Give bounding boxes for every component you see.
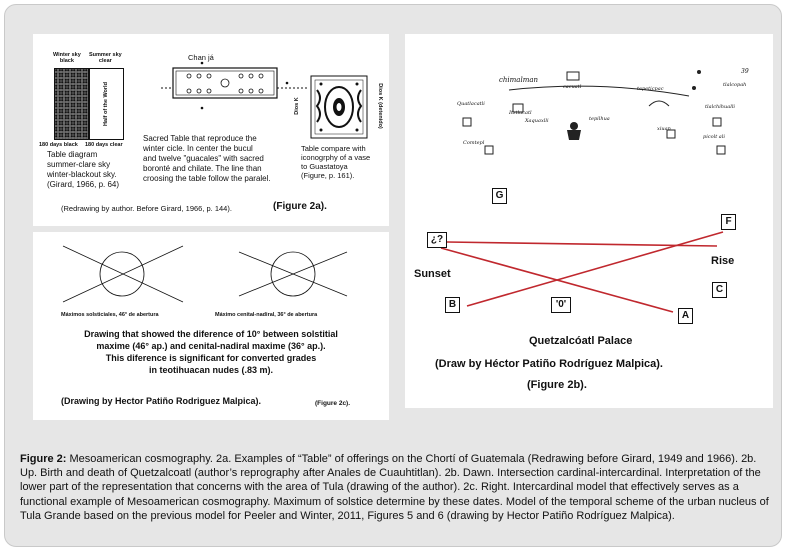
marker-unknown: ¿? (427, 232, 447, 248)
caption-label: Figure 2: (20, 453, 67, 465)
clear-sky-half (89, 68, 124, 140)
codex-word-5: Itztlacatl (509, 110, 532, 116)
redrawing-credit: (Redrawing by author. Before Girard, 196… (61, 204, 232, 213)
codex-word-7: tepilhua (589, 116, 610, 122)
quetzalcoatl-palace-label: Quetzalcóatl Palace (529, 335, 633, 347)
dios-k-detenido-label: Dios K (detenido) (377, 83, 383, 129)
codex-word-3: tepeticpac (637, 86, 664, 92)
codex-word-10: Comtepl (463, 140, 485, 146)
sacred-table-drawing (161, 61, 307, 110)
codex-word-2: cacuatl (563, 84, 582, 90)
chan-ja-title: Chan já (188, 53, 214, 62)
cardinal-intersection-lines (446, 241, 718, 247)
days-black-label: 180 days black (39, 142, 78, 148)
figure-2a-label: (Figure 2a). (273, 201, 327, 212)
table-diagram-text: Table diagram summer-clare sky winter-bl… (47, 150, 120, 189)
marker-origin: '0' (551, 297, 571, 313)
maxima-circles-drawing (62, 245, 348, 303)
marker-b: B (445, 297, 460, 313)
codex-word-1: chimalman (499, 76, 539, 84)
marker-a: A (678, 308, 693, 324)
codex-word-12: 39 (741, 68, 749, 75)
red-cross-lines (440, 231, 724, 313)
drawing-credit-2b: (Draw by Héctor Patiño Rodríguez Malpica… (435, 358, 663, 370)
codex-word-6: Xaquaxlli (525, 118, 549, 124)
figure-2b-label: (Figure 2b). (527, 379, 587, 391)
panel-figure-2b: chimalman cacuatl tepeticpac Quatlacatli… (405, 34, 773, 408)
codex-word-13: tlalcopah (723, 82, 747, 88)
winter-sky-label: Winter sky black (53, 52, 81, 64)
sunset-label: Sunset (414, 268, 451, 280)
codex-reprography (462, 70, 726, 155)
rise-label: Rise (711, 255, 735, 267)
panel-figure-2a: Winter sky black Summer sky clear Half o… (33, 34, 389, 226)
days-clear-label: 180 days clear (85, 142, 123, 148)
half-world-label: Half of the World (103, 82, 109, 126)
zenith-nadir-maxima-label: Máximo cenital-nadiral, 36° de abertura (215, 312, 318, 318)
codex-word-4: Quatlacatli (457, 101, 485, 107)
codex-word-8: xiuan (657, 126, 671, 132)
dios-k-label: Dios K (294, 97, 300, 115)
codex-word-11: picolt ali (703, 134, 725, 140)
panel-figure-2c: Máximos solsticiales, 46° de abertura Má… (33, 232, 389, 420)
figure-caption: Figure 2: Mesoamerican cosmography. 2a. … (20, 452, 772, 523)
summer-sky-label: Summer sky clear (89, 52, 122, 64)
caption-text: Mesoamerican cosmography. 2a. Examples o… (20, 453, 769, 522)
maxima-description: Drawing that showed the diference of 10°… (84, 329, 338, 375)
marker-f: F (721, 214, 736, 230)
marker-c: C (712, 282, 727, 298)
drawing-credit-2c: (Drawing by Hector Patiño Rodriguez Malp… (61, 396, 262, 406)
black-sky-half (54, 68, 89, 140)
vase-iconography-drawing (310, 75, 368, 139)
sacred-table-text: Sacred Table that reproduce the winter c… (143, 134, 271, 183)
table-compare-text: Table compare with iconogrphy of a vase … (301, 144, 371, 180)
figure-2c-label: (Figure 2c). (315, 400, 351, 407)
solstitial-maxima-label: Máximos solsticiales, 46° de abertura (61, 312, 159, 318)
codex-word-9: tlalchihualli (705, 104, 736, 110)
marker-g: G (492, 188, 507, 204)
